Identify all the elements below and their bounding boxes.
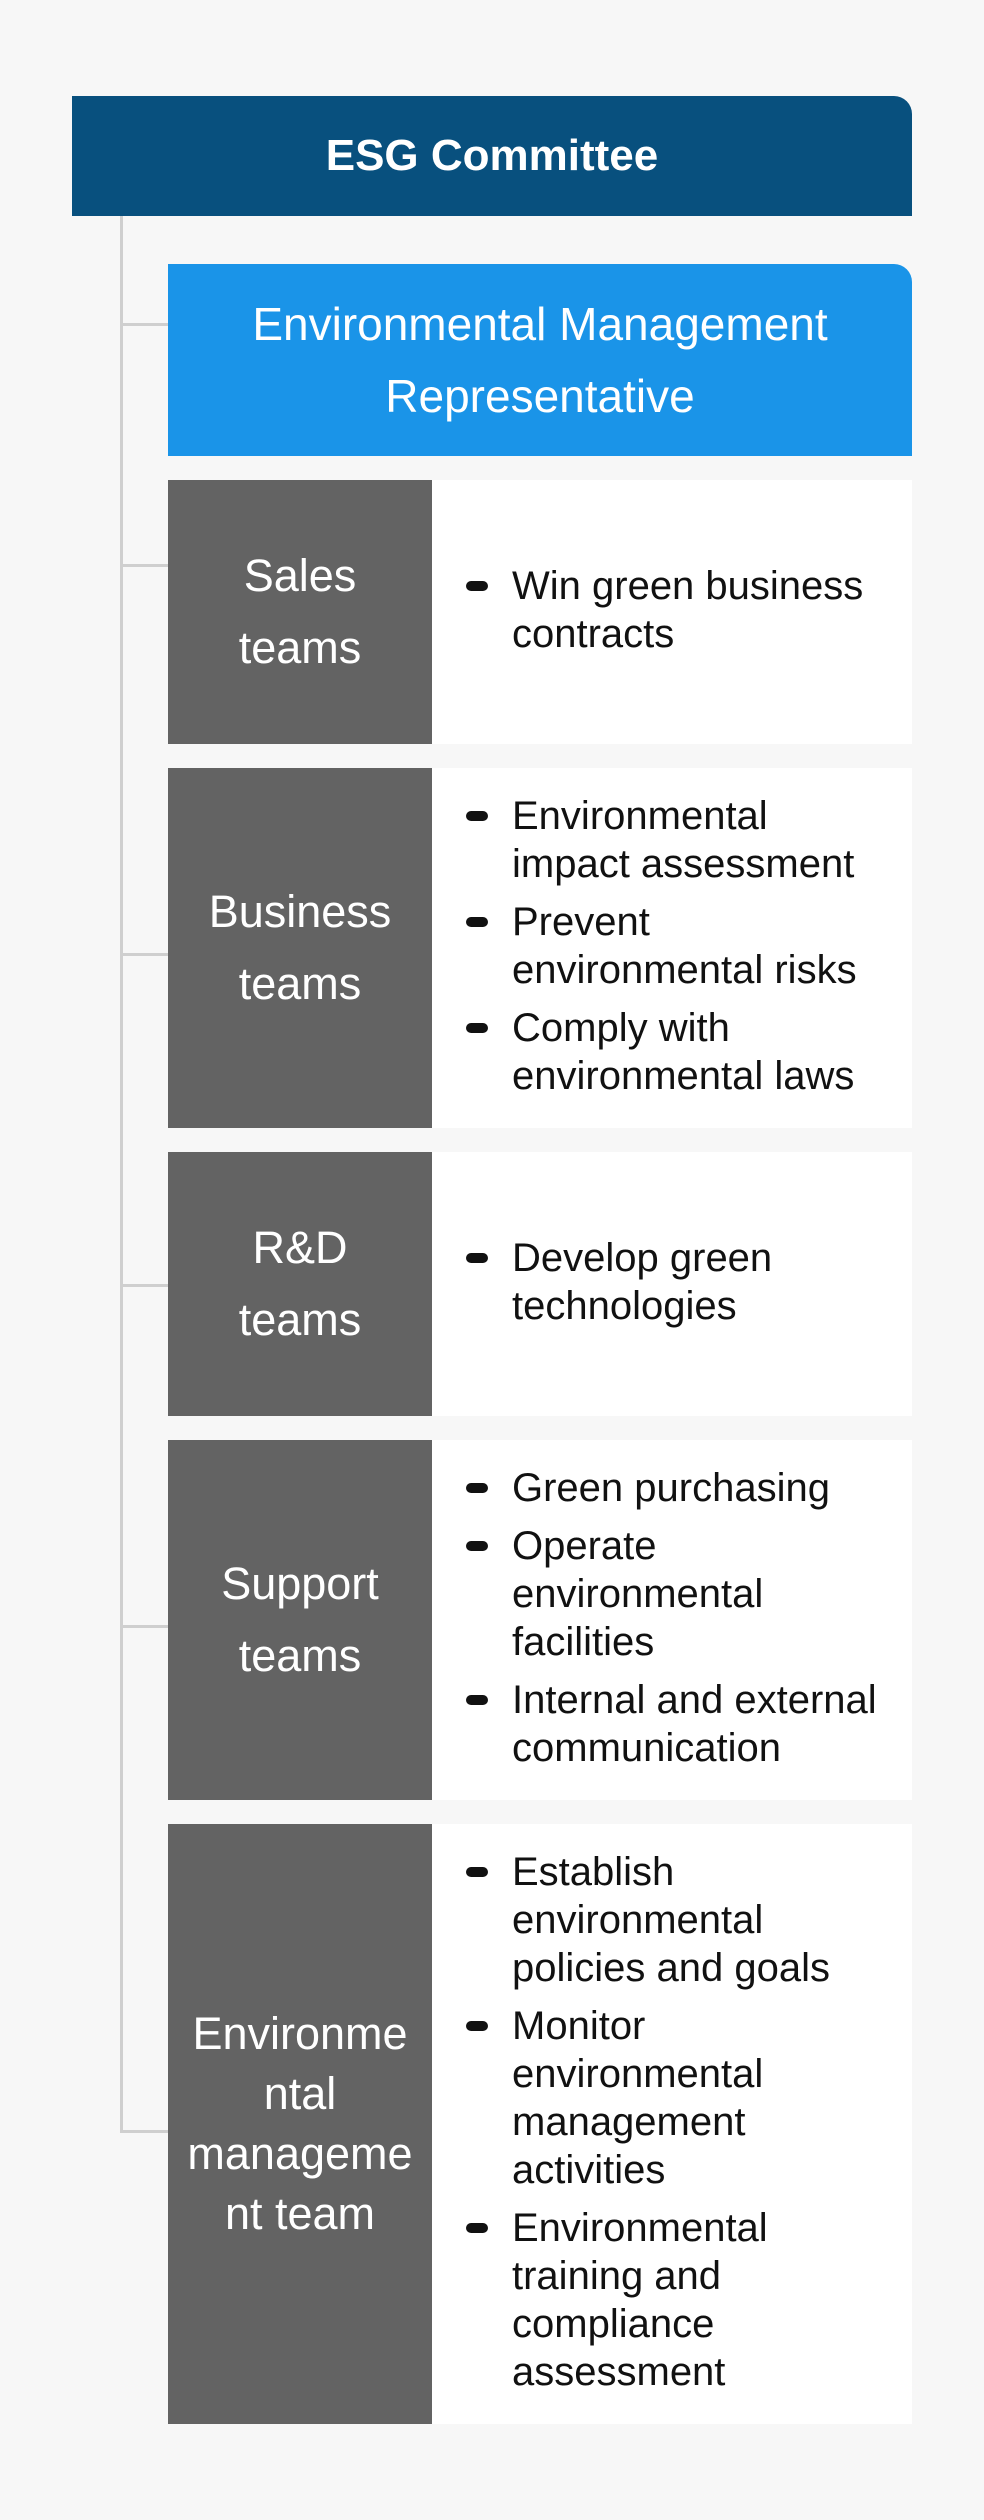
bullet-icon bbox=[466, 1483, 488, 1493]
task-text: Internal and external communication bbox=[512, 1678, 877, 1770]
task-item: Develop green technologies bbox=[466, 1234, 892, 1330]
branch-rd bbox=[120, 1284, 168, 1287]
team-row-support: Support teams Green purchasing Operate e… bbox=[168, 1440, 912, 1800]
bullet-icon bbox=[466, 581, 488, 591]
bullet-icon bbox=[466, 2021, 488, 2031]
team-label-support: Support teams bbox=[168, 1440, 432, 1800]
team-label-rd: R&D teams bbox=[168, 1152, 432, 1416]
team-tasks-support: Green purchasing Operate environmental f… bbox=[432, 1440, 912, 1800]
branch-env-team bbox=[120, 2130, 168, 2133]
bullet-icon bbox=[466, 811, 488, 821]
environmental-management-representative-box: Environmental Management Representative bbox=[168, 264, 912, 456]
team-row-sales: Sales teams Win green business contracts bbox=[168, 480, 912, 744]
task-item: Environmental training and compliance as… bbox=[466, 2204, 892, 2396]
esg-committee-box: ESG Committee bbox=[72, 96, 912, 216]
bullet-icon bbox=[466, 1023, 488, 1033]
task-text: Win green business contracts bbox=[512, 564, 864, 656]
task-list: Environmental impact assessment Prevent … bbox=[466, 786, 892, 1110]
task-item: Prevent environmental risks bbox=[466, 898, 892, 994]
bullet-icon bbox=[466, 917, 488, 927]
team-label-environmental-management: Environmental management team bbox=[168, 1824, 432, 2424]
branch-sales bbox=[120, 564, 168, 567]
task-item: Comply with environmental laws bbox=[466, 1004, 892, 1100]
task-text: Develop green technologies bbox=[512, 1236, 773, 1328]
task-text: Operate environmental facilities bbox=[512, 1524, 764, 1664]
bullet-icon bbox=[466, 1695, 488, 1705]
team-label-sales: Sales teams bbox=[168, 480, 432, 744]
team-tasks-business: Environmental impact assessment Prevent … bbox=[432, 768, 912, 1128]
team-row-rd: R&D teams Develop green technologies bbox=[168, 1152, 912, 1416]
branch-support bbox=[120, 1625, 168, 1628]
team-tasks-rd: Develop green technologies bbox=[432, 1152, 912, 1416]
esg-committee-title: ESG Committee bbox=[325, 131, 659, 180]
team-tasks-environmental-management: Establish environmental policies and goa… bbox=[432, 1824, 912, 2424]
team-label-business: Business teams bbox=[168, 768, 432, 1128]
bullet-icon bbox=[466, 1867, 488, 1877]
task-text: Green purchasing bbox=[512, 1466, 830, 1510]
task-text: Establish environmental policies and goa… bbox=[512, 1850, 830, 1990]
task-item: Green purchasing bbox=[466, 1464, 892, 1512]
task-item: Operate environmental facilities bbox=[466, 1522, 892, 1666]
task-text: Prevent environmental risks bbox=[512, 900, 857, 992]
branch-representative bbox=[120, 323, 168, 326]
bullet-icon bbox=[466, 1253, 488, 1263]
task-list: Green purchasing Operate environmental f… bbox=[466, 1458, 892, 1782]
org-chart-spine bbox=[120, 216, 123, 2132]
task-item: Win green business contracts bbox=[466, 562, 892, 658]
task-list: Establish environmental policies and goa… bbox=[466, 1842, 892, 2406]
team-row-business: Business teams Environmental impact asse… bbox=[168, 768, 912, 1128]
task-text: Environmental impact assessment bbox=[512, 794, 855, 886]
task-text: Comply with environmental laws bbox=[512, 1006, 855, 1098]
task-list: Win green business contracts bbox=[466, 556, 892, 668]
branch-business bbox=[120, 953, 168, 956]
representative-title: Environmental Management Representative bbox=[252, 298, 828, 422]
task-item: Environmental impact assessment bbox=[466, 792, 892, 888]
task-item: Monitor environmental management activit… bbox=[466, 2002, 892, 2194]
bullet-icon bbox=[466, 1541, 488, 1551]
team-row-environmental-management: Environmental management team Establish … bbox=[168, 1824, 912, 2424]
task-text: Monitor environmental management activit… bbox=[512, 2004, 764, 2192]
bullet-icon bbox=[466, 2223, 488, 2233]
task-text: Environmental training and compliance as… bbox=[512, 2206, 768, 2394]
task-list: Develop green technologies bbox=[466, 1228, 892, 1340]
team-tasks-sales: Win green business contracts bbox=[432, 480, 912, 744]
task-item: Internal and external communication bbox=[466, 1676, 892, 1772]
task-item: Establish environmental policies and goa… bbox=[466, 1848, 892, 1992]
